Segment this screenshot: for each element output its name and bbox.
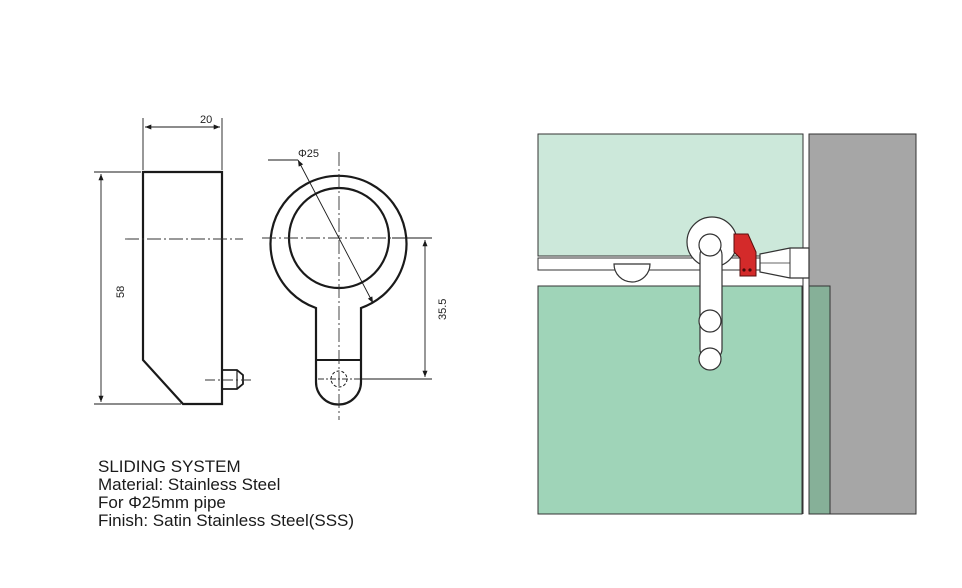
offset-dimension-label: 35.5 <box>437 299 449 320</box>
arm-bottom-roller <box>698 347 722 371</box>
spec-material: Material: Stainless Steel <box>98 475 281 494</box>
width-dimension-label: 20 <box>200 114 212 126</box>
spec-finish: Finish: Satin Stainless Steel(SSS) <box>98 511 355 530</box>
side-view-body <box>141 170 224 406</box>
spec-block: SLIDING SYSTEM Material: Stainless Steel… <box>98 458 458 530</box>
glass-panel-edge <box>808 285 831 515</box>
spec-title: SLIDING SYSTEM <box>98 457 241 476</box>
arm-middle-roller <box>698 309 722 333</box>
installation-view <box>537 133 917 515</box>
red-clamp <box>733 233 757 277</box>
arm-top-pin <box>698 233 722 257</box>
height-dimension-label: 58 <box>115 286 127 298</box>
side-view: 20 58 <box>94 114 253 406</box>
spec-pipe-size: For Φ25mm pipe <box>98 493 226 512</box>
diameter-dimension-line <box>297 159 374 304</box>
sliding-rail <box>537 257 767 271</box>
glass-panel-lower <box>537 285 803 515</box>
hanging-arm <box>699 243 723 361</box>
glass-panel-upper <box>537 133 804 257</box>
side-view-screw <box>222 369 244 390</box>
diameter-dimension-label: Φ25 <box>298 148 319 160</box>
front-view: Φ25 35.5 <box>262 148 449 420</box>
front-view-outline <box>269 174 408 406</box>
rail-stopper <box>613 263 651 283</box>
